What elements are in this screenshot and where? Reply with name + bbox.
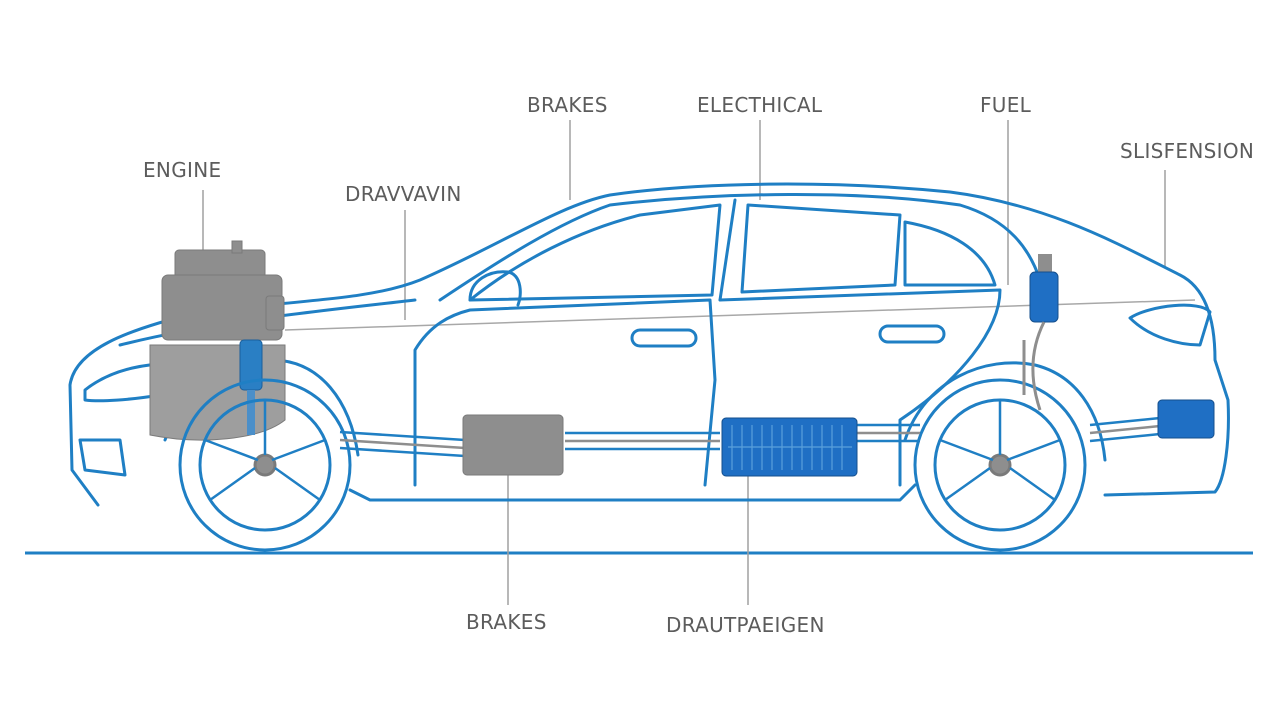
rear-door xyxy=(718,288,1002,487)
label-drivetrain-top: DRAVVAVIN xyxy=(345,182,462,206)
label-suspension: SLISFENSION xyxy=(1120,139,1255,163)
label-brakes-top: BRAKES xyxy=(527,93,608,117)
label-electrical: ELECTHICAL xyxy=(697,93,823,117)
rear-door-handle xyxy=(878,324,946,344)
label-engine: ENGINE xyxy=(143,158,222,182)
rocker-panel xyxy=(348,483,917,502)
fuel-component xyxy=(1022,254,1059,411)
label-brakes-bottom: BRAKES xyxy=(466,610,547,634)
drivetrain-lines xyxy=(339,416,1161,458)
front-door-handle xyxy=(630,328,698,348)
rear-window xyxy=(740,203,902,294)
rear-wheel xyxy=(913,378,1087,552)
fog-light xyxy=(78,438,127,477)
front-wheel xyxy=(178,378,352,552)
label-fuel: FUEL xyxy=(980,93,1032,117)
front-window xyxy=(468,203,722,302)
b-pillar xyxy=(718,198,737,302)
label-drivetrain-bottom: DRAUTPAEIGEN xyxy=(666,613,825,637)
quarter-window xyxy=(903,220,997,287)
front-door xyxy=(413,298,717,487)
battery-pack xyxy=(721,417,858,477)
central-module xyxy=(462,414,564,476)
rear-muffler xyxy=(1157,399,1215,439)
front-strut xyxy=(239,339,263,435)
tail-light xyxy=(1128,303,1212,347)
roof-inner xyxy=(438,192,1042,302)
side-mirror xyxy=(468,270,522,307)
